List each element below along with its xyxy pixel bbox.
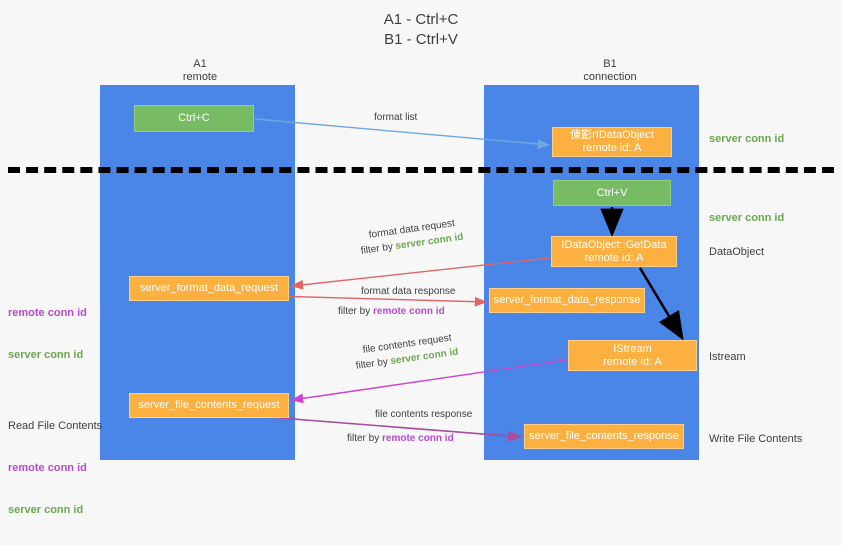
annotation-write-file-contents: Write File Contents xyxy=(709,433,803,445)
edge-label-file-contents-response: file contents response xyxy=(375,409,473,420)
edge-label-format-data-response: format data response xyxy=(361,286,456,297)
annotation-server-conn-id: server conn id xyxy=(8,349,84,361)
phase-divider xyxy=(8,167,834,173)
edge-label-file-contents-response-filter: filter by remote conn id xyxy=(347,432,454,446)
diagram-canvas: A1 - Ctrl+C B1 - Ctrl+V A1 remote B1 con… xyxy=(8,11,834,516)
node-ctrl-c[interactable]: Ctrl+C xyxy=(134,105,254,132)
filter-prefix: filter by xyxy=(347,433,383,444)
node-idataobject-getdata[interactable]: IDataObject::GetData remote id: A xyxy=(551,236,677,267)
node-server-file-contents-response[interactable]: server_file_contents_response xyxy=(524,424,684,449)
annotation-read-file-contents: Read File Contents xyxy=(8,420,103,432)
annotation-server-conn-id-mid: server conn id xyxy=(709,212,785,224)
annotation-server-conn-id: server conn id xyxy=(8,504,84,516)
annotation-istream: Istream xyxy=(709,351,746,363)
annotation-read-file-contents-group: Read File Contents remote conn id server… xyxy=(8,391,102,545)
edge-label-format-data-response-filter: filter by remote conn id xyxy=(338,305,445,319)
filter-value-remote-conn-id: remote conn id xyxy=(373,306,445,317)
filter-prefix: filter by xyxy=(360,241,397,257)
column-header-a1: A1 remote xyxy=(182,58,218,83)
node-ctrl-v[interactable]: Ctrl+V xyxy=(553,180,671,206)
node-server-file-contents-request[interactable]: server_file_contents_request xyxy=(129,393,289,418)
annotation-conn-ids-upper: remote conn id server conn id xyxy=(8,278,87,390)
filter-prefix: filter by xyxy=(338,306,374,317)
edge-label-format-list: format list xyxy=(374,112,418,123)
node-idataobject[interactable]: 倲彲rIDataObject remote id: A xyxy=(552,127,672,157)
node-istream[interactable]: IStream remote id: A xyxy=(568,340,697,371)
filter-prefix: filter by xyxy=(355,356,392,372)
column-header-b1: B1 connection xyxy=(583,58,637,83)
filter-value-remote-conn-id: remote conn id xyxy=(382,433,454,444)
annotation-remote-conn-id: remote conn id xyxy=(8,307,87,319)
page-title: A1 - Ctrl+C B1 - Ctrl+V xyxy=(383,11,459,48)
node-server-format-data-request[interactable]: server_format_data_request xyxy=(129,276,289,301)
annotation-data-object: DataObject xyxy=(709,246,765,258)
node-server-format-data-response[interactable]: server_format_data_response xyxy=(489,288,645,313)
annotation-server-conn-id-top: server conn id xyxy=(709,133,785,145)
annotation-remote-conn-id: remote conn id xyxy=(8,462,87,474)
